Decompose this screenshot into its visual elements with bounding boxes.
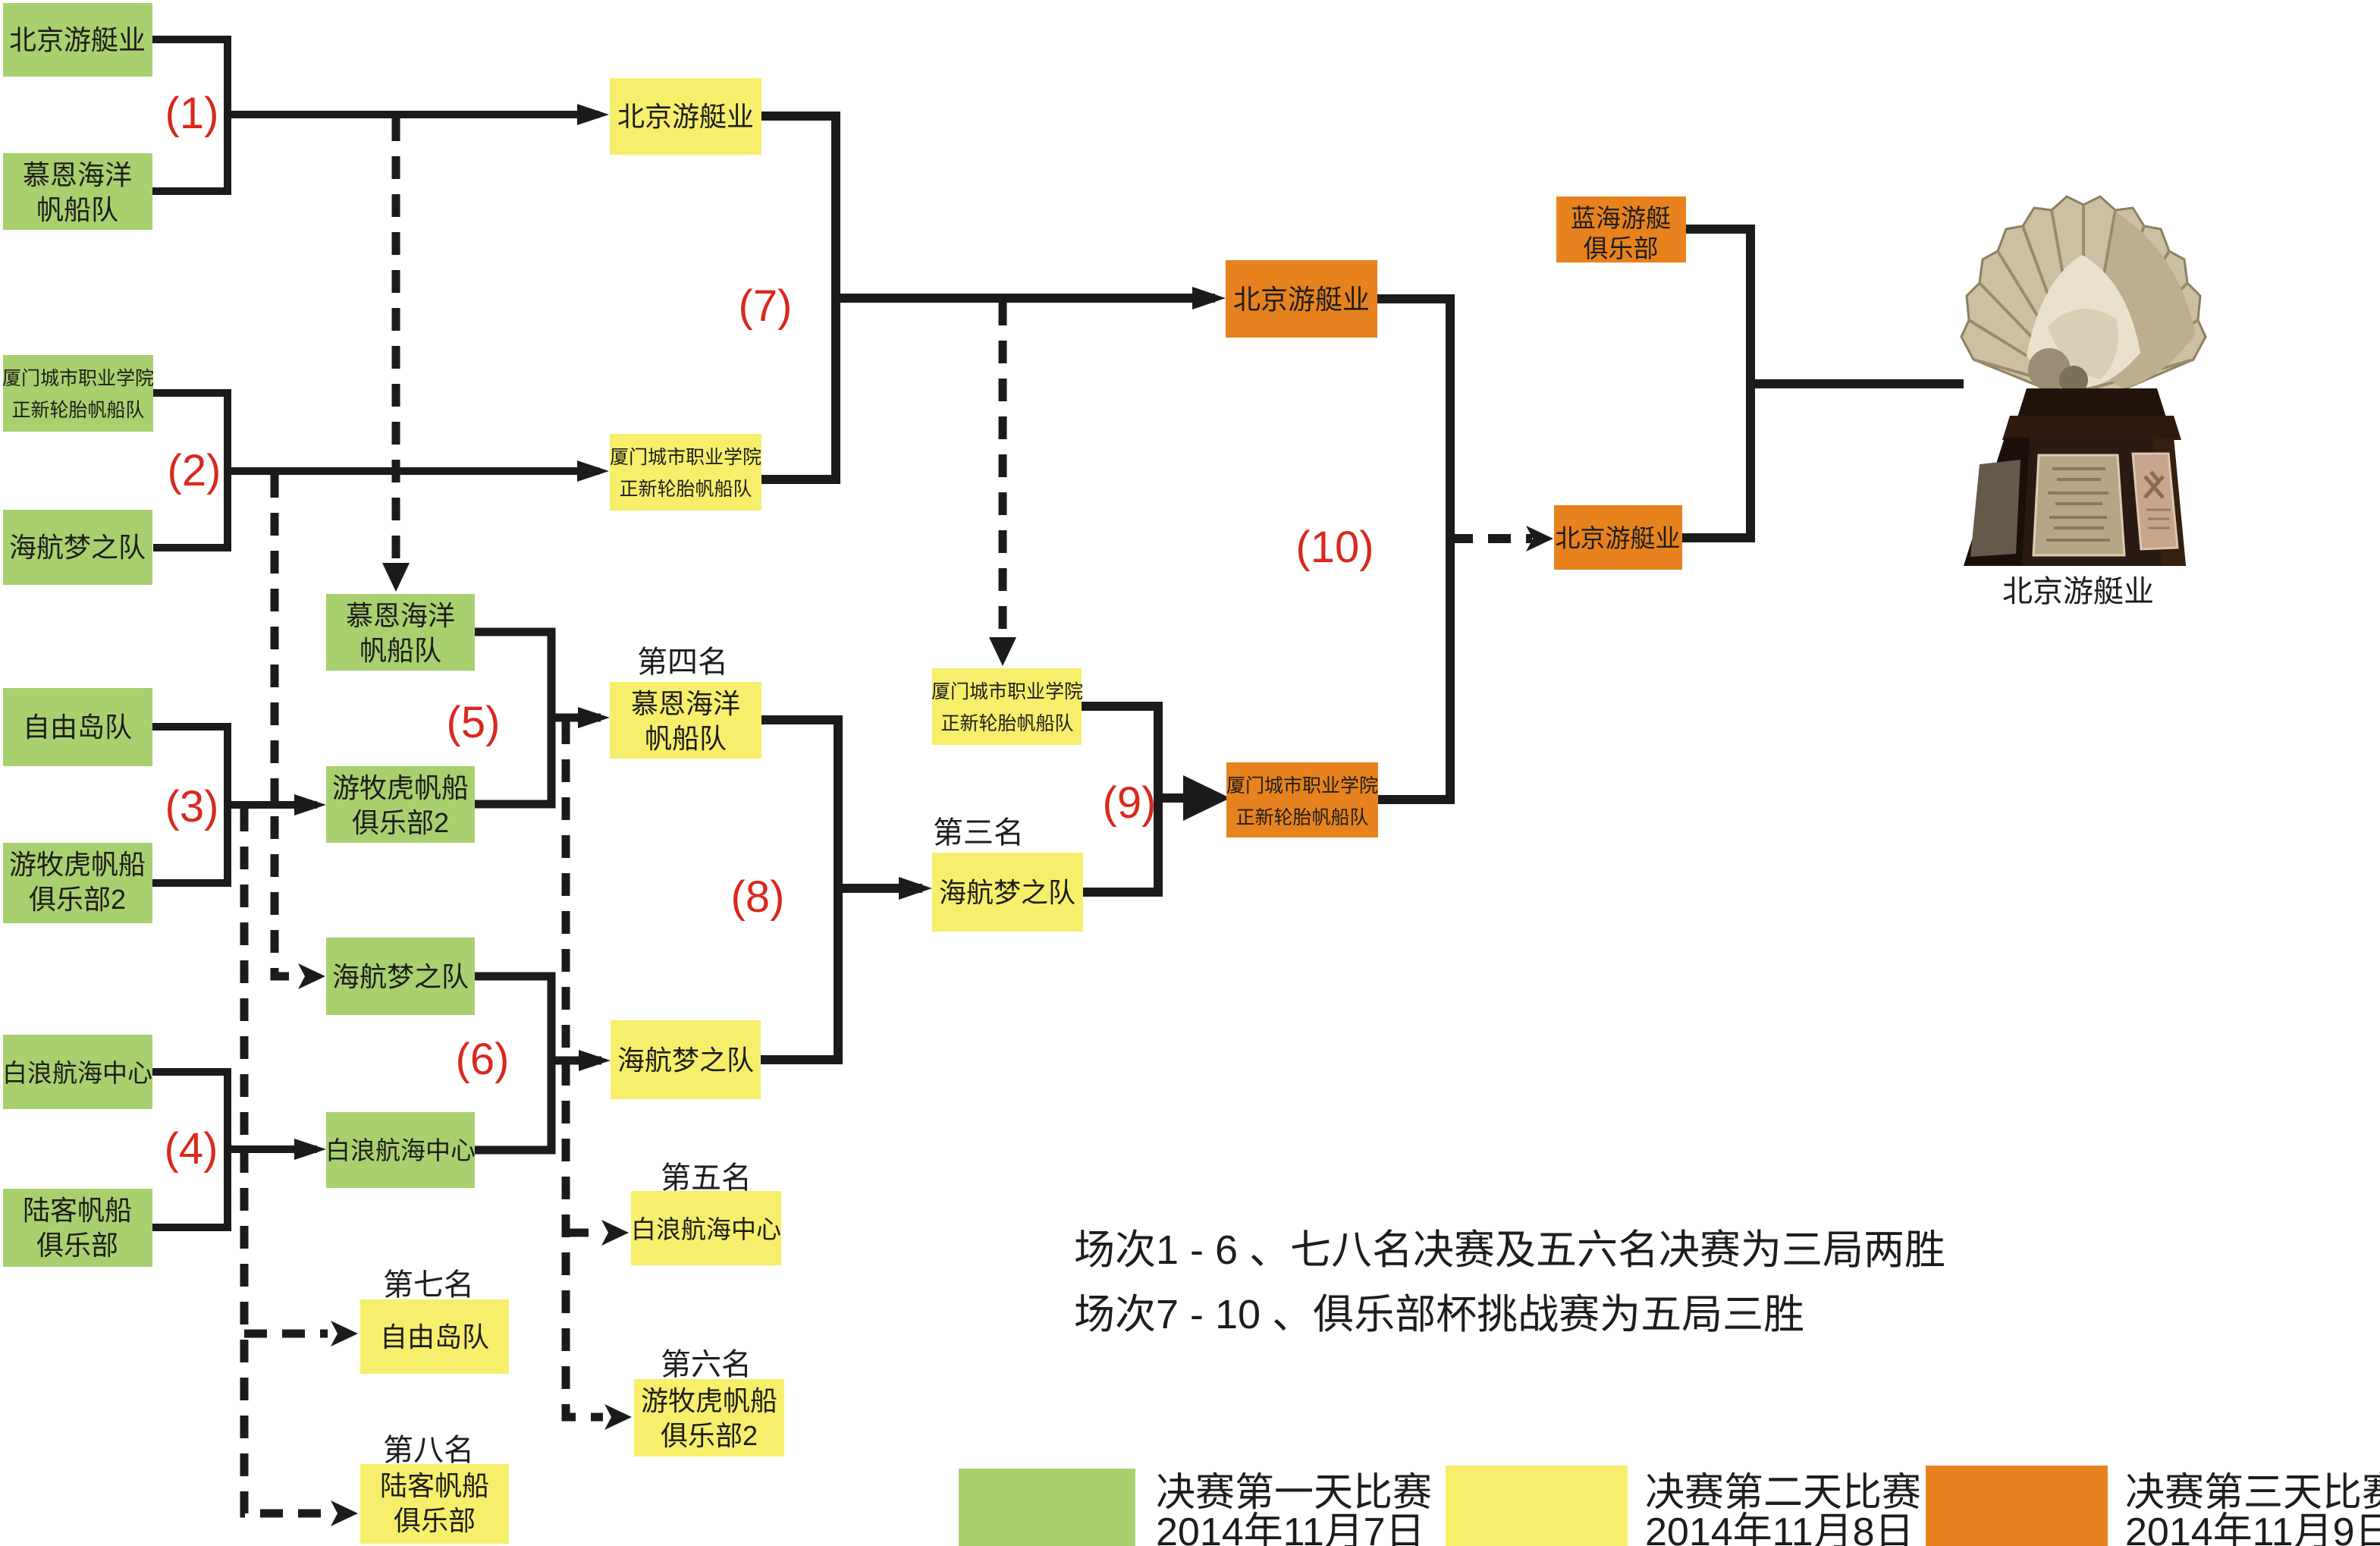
svg-text:北京游艇业: 北京游艇业 bbox=[9, 24, 146, 55]
svg-text:(10): (10) bbox=[1295, 523, 1374, 572]
svg-text:2014年11月7日: 2014年11月7日 bbox=[1156, 1510, 1425, 1546]
svg-text:(4): (4) bbox=[165, 1124, 218, 1174]
svg-text:第八名: 第八名 bbox=[383, 1434, 474, 1467]
svg-text:海航梦之队: 海航梦之队 bbox=[617, 1045, 754, 1076]
svg-text:决赛第一天比赛: 决赛第一天比赛 bbox=[1156, 1471, 1432, 1515]
svg-text:第四名: 第四名 bbox=[637, 646, 728, 679]
svg-text:正新轮胎帆船队: 正新轮胎帆船队 bbox=[940, 713, 1073, 734]
svg-text:(5): (5) bbox=[447, 698, 501, 747]
svg-text:自由岛队: 自由岛队 bbox=[380, 1321, 489, 1353]
svg-text:帆船队: 帆船队 bbox=[360, 635, 441, 666]
svg-text:决赛第二天比赛: 决赛第二天比赛 bbox=[1645, 1471, 1921, 1515]
svg-text:场次1 - 6 、七八名决赛及五六名决赛为三局两胜: 场次1 - 6 、七八名决赛及五六名决赛为三局两胜 bbox=[1074, 1227, 1945, 1273]
svg-text:白浪航海中心: 白浪航海中心 bbox=[325, 1136, 476, 1164]
svg-text:俱乐部: 俱乐部 bbox=[36, 1230, 118, 1261]
svg-text:(3): (3) bbox=[165, 782, 219, 831]
svg-text:第七名: 第七名 bbox=[383, 1268, 474, 1302]
svg-text:决赛第三天比赛: 决赛第三天比赛 bbox=[2125, 1471, 2380, 1515]
svg-text:慕恩海洋: 慕恩海洋 bbox=[23, 159, 132, 190]
svg-text:海航梦之队: 海航梦之队 bbox=[939, 877, 1075, 908]
svg-text:俱乐部2: 俱乐部2 bbox=[29, 884, 126, 915]
svg-text:俱乐部2: 俱乐部2 bbox=[352, 807, 449, 838]
svg-text:慕恩海洋: 慕恩海洋 bbox=[346, 600, 455, 631]
svg-text:(6): (6) bbox=[456, 1035, 510, 1084]
svg-text:北京游艇业: 北京游艇业 bbox=[2002, 575, 2154, 608]
svg-text:北京游艇业: 北京游艇业 bbox=[1556, 524, 1681, 552]
svg-text:(8): (8) bbox=[731, 872, 785, 922]
svg-text:厦门城市职业学院: 厦门城市职业学院 bbox=[610, 447, 761, 468]
svg-text:海航梦之队: 海航梦之队 bbox=[332, 961, 469, 992]
svg-text:正新轮胎帆船队: 正新轮胎帆船队 bbox=[619, 479, 752, 500]
svg-text:白浪航海中心: 白浪航海中心 bbox=[631, 1215, 781, 1243]
svg-text:俱乐部2: 俱乐部2 bbox=[661, 1420, 758, 1451]
svg-text:俱乐部: 俱乐部 bbox=[1584, 234, 1659, 262]
svg-text:慕恩海洋: 慕恩海洋 bbox=[631, 688, 740, 719]
svg-text:海航梦之队: 海航梦之队 bbox=[9, 532, 146, 563]
svg-text:自由岛队: 自由岛队 bbox=[23, 712, 132, 743]
svg-text:第六名: 第六名 bbox=[661, 1348, 752, 1381]
svg-text:游牧虎帆船: 游牧虎帆船 bbox=[9, 849, 146, 880]
svg-text:帆船队: 帆船队 bbox=[36, 194, 118, 225]
svg-text:厦门城市职业学院: 厦门城市职业学院 bbox=[1226, 775, 1378, 797]
svg-text:陆客帆船: 陆客帆船 bbox=[23, 1195, 132, 1226]
svg-text:正新轮胎帆船队: 正新轮胎帆船队 bbox=[11, 400, 144, 421]
svg-text:(9): (9) bbox=[1103, 778, 1157, 828]
svg-text:厦门城市职业学院: 厦门城市职业学院 bbox=[2, 368, 154, 389]
svg-text:第三名: 第三名 bbox=[933, 816, 1024, 850]
svg-text:北京游艇业: 北京游艇业 bbox=[617, 101, 754, 132]
svg-text:白浪航海中心: 白浪航海中心 bbox=[2, 1059, 152, 1087]
svg-text:第五名: 第五名 bbox=[661, 1161, 752, 1195]
svg-text:正新轮胎帆船队: 正新轮胎帆船队 bbox=[1236, 807, 1368, 828]
svg-text:场次7 - 10 、俱乐部杯挑战赛为五局三胜: 场次7 - 10 、俱乐部杯挑战赛为五局三胜 bbox=[1074, 1292, 1804, 1337]
svg-text:(7): (7) bbox=[739, 281, 793, 331]
svg-text:北京游艇业: 北京游艇业 bbox=[1233, 284, 1370, 315]
svg-text:(2): (2) bbox=[168, 446, 221, 495]
svg-text:厦门城市职业学院: 厦门城市职业学院 bbox=[931, 681, 1083, 702]
svg-text:(1): (1) bbox=[165, 89, 219, 138]
svg-text:陆客帆船: 陆客帆船 bbox=[380, 1470, 489, 1501]
svg-text:蓝海游艇: 蓝海游艇 bbox=[1571, 204, 1671, 232]
svg-text:帆船队: 帆船队 bbox=[645, 723, 727, 754]
svg-text:2014年11月9日: 2014年11月9日 bbox=[2125, 1510, 2380, 1546]
svg-text:游牧虎帆船: 游牧虎帆船 bbox=[332, 772, 469, 803]
svg-text:2014年11月8日: 2014年11月8日 bbox=[1645, 1510, 1914, 1546]
svg-text:俱乐部: 俱乐部 bbox=[394, 1505, 476, 1536]
svg-text:游牧虎帆船: 游牧虎帆船 bbox=[641, 1385, 777, 1416]
